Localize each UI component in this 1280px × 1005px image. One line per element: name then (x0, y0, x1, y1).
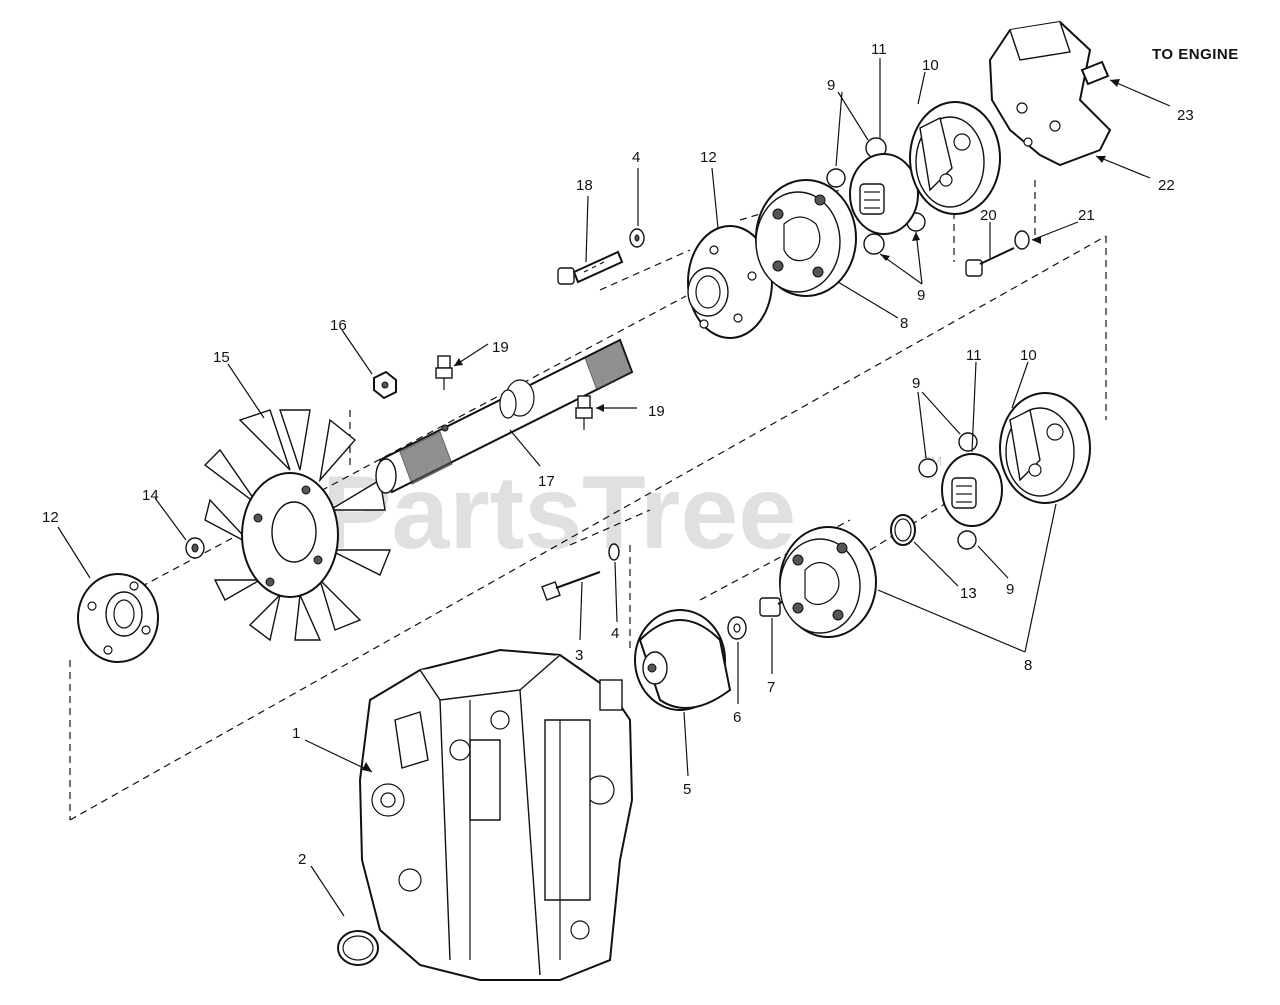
hub-housing-10-lower (999, 392, 1091, 504)
coupler-disc-8-upper (755, 179, 857, 297)
callout-7: 7 (767, 679, 775, 696)
grease-fitting-19-lower (575, 395, 593, 430)
callout-labels: 1 2 3 4 4 5 6 7 8 8 9 9 9 9 10 10 11 11 … (42, 41, 1194, 868)
spider-11-upper (849, 153, 919, 235)
bolt-3 (541, 571, 601, 601)
callout-4-upper: 4 (632, 149, 640, 166)
callout-10-lower: 10 (1020, 347, 1037, 364)
callout-13: 13 (960, 585, 977, 602)
drive-shaft-17 (375, 338, 634, 494)
arrowheads (362, 79, 1120, 772)
grease-fitting-19-upper (435, 355, 453, 390)
pin-23 (1080, 60, 1110, 86)
callout-16: 16 (330, 317, 347, 334)
callout-19-lower: 19 (648, 403, 665, 420)
cushion-9-lower-a (918, 458, 938, 478)
washer-4-lower (608, 543, 620, 561)
callout-11-upper: 11 (871, 41, 887, 58)
callout-6: 6 (733, 709, 741, 726)
callout-9-a: 9 (827, 77, 835, 94)
flange-12-upper (687, 225, 773, 339)
callout-17: 17 (538, 473, 555, 490)
callout-9-d: 9 (1006, 581, 1014, 598)
callout-12-upper: 12 (700, 149, 717, 166)
spider-11-lower (941, 453, 1003, 527)
nut-16 (373, 370, 397, 400)
callout-9-b: 9 (917, 287, 925, 304)
bolt-18 (557, 250, 624, 285)
callout-1: 1 (292, 725, 300, 742)
callout-10-upper: 10 (922, 57, 939, 74)
callout-18: 18 (576, 177, 593, 194)
fan-15 (203, 409, 392, 642)
callout-8-upper: 8 (900, 315, 908, 332)
leader-lines (57, 58, 1171, 917)
cushion-9-lower-b (958, 432, 978, 452)
washer-21 (1014, 230, 1030, 250)
callout-22: 22 (1158, 177, 1175, 194)
cushion-9-upper-a (826, 168, 846, 188)
callout-2: 2 (298, 851, 306, 868)
callout-5: 5 (683, 781, 691, 798)
callout-3: 3 (575, 647, 583, 664)
flange-12-left (77, 573, 159, 663)
callout-9-c: 9 (912, 375, 920, 392)
callout-21: 21 (1078, 207, 1095, 224)
hub-5 (634, 609, 732, 711)
callout-11-lower: 11 (966, 347, 982, 364)
callout-20: 20 (980, 207, 997, 224)
coupler-disc-8-lower (779, 526, 877, 638)
cushion-9-upper-c (863, 233, 885, 255)
callout-12-left: 12 (42, 509, 59, 526)
callout-4-lower: 4 (611, 625, 619, 642)
to-engine-label: TO ENGINE (1152, 46, 1239, 63)
callout-19-upper: 19 (492, 339, 509, 356)
engine-adapter-22 (988, 20, 1112, 167)
transmission-housing (358, 648, 634, 981)
cushion-9-lower-c (957, 530, 977, 550)
callout-8-lower: 8 (1024, 657, 1032, 674)
callout-15: 15 (213, 349, 230, 366)
callout-14: 14 (142, 487, 159, 504)
callout-23: 23 (1177, 107, 1194, 124)
hub-housing-10-upper (909, 101, 1001, 215)
bolt-20 (965, 247, 1015, 277)
